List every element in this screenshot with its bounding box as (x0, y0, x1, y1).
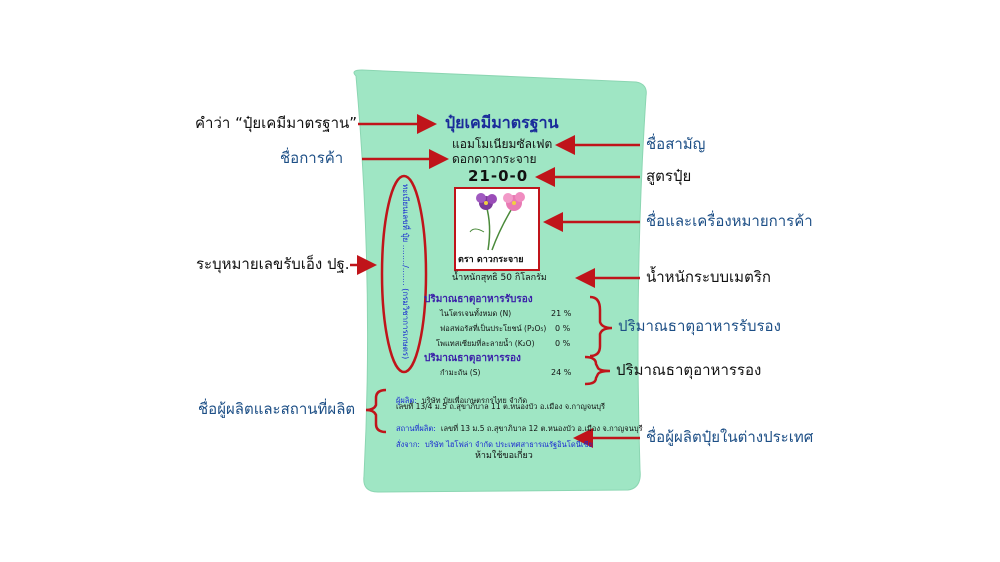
primary-item-n: ไนโตรเจนทั้งหมด (N) (440, 309, 512, 318)
bag-footer: ห้ามใช้ขอเกี่ยว (475, 451, 533, 461)
place-value: เลขที่ 13 ม.5 ถ.สุขาภิบาล 12 ต.หนองบัว อ… (440, 424, 643, 433)
producer-address: เลขที่ 13/4 ม.5 ถ.สุขาภิบาล 11 ต.หนองบัว… (396, 402, 606, 411)
logo-caption: ตรา ดาวกระจาย (458, 255, 524, 265)
bag-common-name: แอมโมเนียมซัลเฟต (452, 137, 553, 151)
import-label: สั่งจาก: (396, 440, 420, 449)
secondary-item-s: กำมะถัน (S) (440, 368, 481, 377)
flower-icon (469, 192, 525, 251)
brace-primary (589, 295, 613, 358)
registration-ellipse (380, 174, 428, 374)
bag-trade-name: ดอกดาวกระจาย (452, 152, 537, 166)
producer-line: ผู้ผลิต: บริษัท ปุ๋ยเพื่อเกษตรกรไทย จำกั… (396, 389, 527, 407)
bag-weight: น้ำหนักสุทธิ 50 กิโลกรัม (452, 273, 547, 283)
bag-formula: 21-0-0 (468, 167, 529, 185)
fertilizer-bag (353, 69, 647, 493)
import-line: สั่งจาก: บริษัท ไฮโฟล่า จำกัด ประเทศสาธา… (396, 433, 593, 451)
import-value: บริษัท ไฮโฟล่า จำกัด ประเทศสาธารณรัฐอินโ… (425, 440, 593, 449)
primary-heading: ปริมาณธาตุอาหารรับรอง (424, 294, 533, 305)
bag-title: ปุ๋ยเคมีมาตรฐาน (445, 113, 559, 132)
primary-item-k: โพแทสเซียมที่ละลายน้ำ (K₂O) (436, 339, 535, 348)
primary-value-p: 0 % (555, 324, 571, 333)
secondary-value-s: 24 % (551, 368, 572, 377)
label-foreign: ชื่อผู้ผลิตปุ๋ยในต่างประเทศ (646, 428, 814, 446)
place-label: สถานที่ผลิต: (396, 424, 436, 433)
producer-value: บริษัท ปุ๋ยเพื่อเกษตรกรไทย จำกัด (421, 396, 528, 405)
registration-vertical-text: ทะเบียนเลขที่ ปุ๋ย ......../....... (กรม… (401, 184, 410, 360)
label-formula: สูตรปุ๋ย (646, 167, 692, 185)
label-reg-number: ระบุหมายเลขรับเอ็ง ปฐ. (196, 255, 350, 273)
brace-producer (365, 388, 387, 434)
label-primary: ปริมาณธาตุอาหารรับรอง (618, 317, 781, 335)
place-line: สถานที่ผลิต: เลขที่ 13 ม.5 ถ.สุขาภิบาล 1… (396, 417, 643, 435)
label-standard-word: คำว่า “ปุ๋ยเคมีมาตรฐาน” (195, 114, 358, 132)
label-trade-name: ชื่อการค้า (280, 149, 344, 167)
label-secondary: ปริมาณธาตุอาหารรอง (616, 361, 762, 379)
label-common-name: ชื่อสามัญ (646, 135, 706, 153)
brace-secondary (584, 355, 611, 386)
secondary-heading: ปริมาณธาตุอาหารรอง (424, 353, 521, 364)
label-trademark: ชื่อและเครื่องหมายการค้า (646, 212, 813, 230)
producer-label: ผู้ผลิต: (396, 396, 417, 405)
logo-box (454, 187, 540, 271)
primary-item-p: ฟอสฟอรัสที่เป็นประโยชน์ (P₂O₅) (440, 324, 547, 333)
label-weight: น้ำหนักระบบเมตริก (646, 268, 771, 286)
label-producer: ชื่อผู้ผลิตและสถานที่ผลิต (198, 400, 356, 418)
primary-value-n: 21 % (551, 309, 572, 318)
primary-value-k: 0 % (555, 339, 571, 348)
